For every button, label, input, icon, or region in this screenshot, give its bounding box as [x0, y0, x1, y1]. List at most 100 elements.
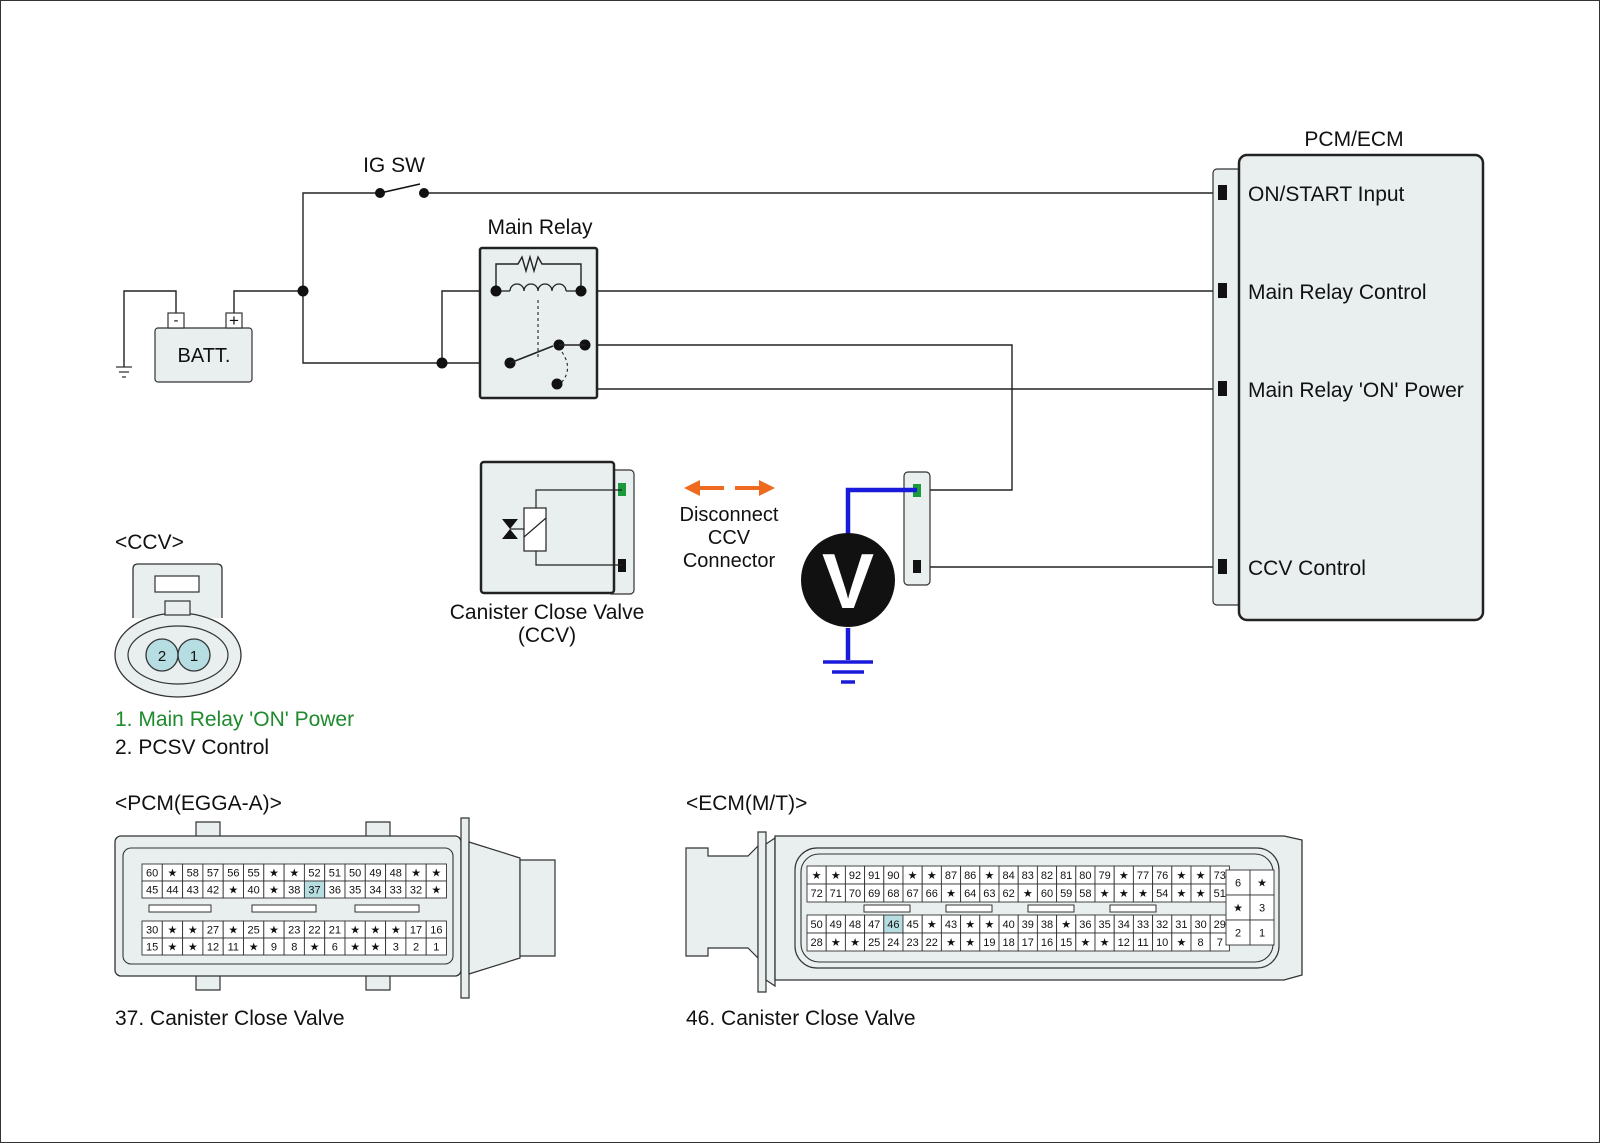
ccv-valve-icon: [502, 519, 518, 539]
pcm-pin-label: 1: [433, 942, 439, 954]
ecm-pin-label: ★: [1138, 888, 1148, 900]
pcm-pin-label: ★: [269, 885, 279, 897]
ccv-name-label: Canister Close Valve: [450, 601, 645, 624]
ecm-pin-label: 31: [1175, 919, 1187, 931]
ecm-pin-label: ★: [1119, 888, 1129, 900]
pcm-pin-label: 40: [248, 885, 260, 897]
ecm-pin-label: ★: [927, 919, 937, 931]
ecm-pin-label: 24: [887, 937, 899, 949]
pcm-pin-label: ★: [411, 868, 421, 880]
ecm-side-pin-label: ★: [1257, 878, 1267, 890]
pcm-pin-label: 8: [291, 942, 297, 954]
pcm-pin-label: ★: [168, 942, 178, 954]
pcm-pin-label: ★: [228, 925, 238, 937]
pcm-pin-label: ★: [269, 868, 279, 880]
ecm-pin-label: 10: [1156, 937, 1168, 949]
relay-switch-arc: [559, 351, 569, 385]
ecm-pin-label: 87: [945, 870, 957, 882]
ccv-pin-1-label: 1: [190, 648, 198, 665]
ecm-pin-label: ★: [1061, 919, 1071, 931]
ecm-pin-label: ★: [927, 870, 937, 882]
voltmeter-lead-positive: [845, 487, 917, 545]
ccv-pin-2-label: 2: [158, 648, 166, 665]
pcm-pin-label: ★: [371, 942, 381, 954]
battery-label: BATT.: [178, 345, 231, 367]
relay-coil: [509, 283, 567, 292]
voltmeter-icon: [801, 533, 895, 627]
ecm-pin-label: ★: [946, 937, 956, 949]
pcm-pin-label: 22: [308, 925, 320, 937]
arrow-left-icon: [684, 480, 724, 496]
ecm-pin-label: 17: [1022, 937, 1034, 949]
wire-to-igsw: [302, 192, 380, 291]
pcm-pin-label: ★: [188, 942, 198, 954]
ecm-pin-label: ★: [965, 919, 975, 931]
pcm-pin-label: ★: [310, 942, 320, 954]
pcm-pin-label: 56: [227, 868, 239, 880]
pcm-pin-label: 50: [349, 868, 361, 880]
ecm-pin-label: 63: [983, 888, 995, 900]
battery-neg-terminal: [167, 312, 185, 329]
ecm-connector-title: <ECM(M/T)>: [686, 792, 807, 815]
pcm-pin-label: 49: [369, 868, 381, 880]
ecm-pin-label: 59: [1060, 888, 1072, 900]
ig-sw-blade: [379, 183, 421, 194]
ecm-side-pin-cell: [1249, 894, 1275, 921]
pcm-pin-label: 52: [308, 868, 320, 880]
ecm-connector-plug: [685, 844, 759, 960]
pcm-pin-label: 48: [390, 868, 402, 880]
pcm-pin-cell: [425, 880, 447, 899]
battery-pos-label: +: [229, 311, 239, 330]
ccv-box: [479, 460, 616, 595]
pcm-ecm-module: PCM/ECM ON/START Input Main Relay Contro…: [1212, 128, 1485, 622]
ecm-side-pin-label: 2: [1235, 928, 1241, 940]
ecm-pin-label: 92: [849, 870, 861, 882]
ecm-pin-label: ★: [946, 888, 956, 900]
ecm-pin-label: 12: [1118, 937, 1130, 949]
pcm-pin-label: ★: [228, 885, 238, 897]
ecm-pin-label: 47: [868, 919, 880, 931]
ecm-pin-label: 49: [830, 919, 842, 931]
harness-pin-2: [913, 560, 921, 573]
ecm-pin-label: 54: [1156, 888, 1168, 900]
ecm-pin-label: 22: [926, 937, 938, 949]
ecm-pin-label: 91: [868, 870, 880, 882]
pcm-pin-label: 51: [329, 868, 341, 880]
ecm-pin-label: ★: [1100, 888, 1110, 900]
ecm-pin-label: 8: [1198, 937, 1204, 949]
wire-batt-negative: [123, 290, 177, 367]
ecm-pin-label: 32: [1156, 919, 1168, 931]
ecm-pin-label: 81: [1060, 870, 1072, 882]
pcm-pin-label: 57: [207, 868, 219, 880]
pcm-pin-label: 23: [288, 925, 300, 937]
pcm-pin-label: ★: [431, 885, 441, 897]
ecm-pin-label: ★: [1176, 937, 1186, 949]
ccv-control-label: CCV Control: [1248, 557, 1366, 580]
battery: - + BATT.: [116, 311, 253, 383]
pcm-pin-label: ★: [289, 868, 299, 880]
ecm-caption: 46. Canister Close Valve: [686, 1007, 916, 1030]
ecm-pin-label: 28: [810, 937, 822, 949]
ecm-pin-label: ★: [1196, 888, 1206, 900]
ccv-legend-2: 2. PCSV Control: [115, 736, 269, 759]
wire-relay-to-ccv: [585, 344, 1013, 491]
voltmeter-ground-icon: [823, 660, 873, 684]
ccv-solenoid-icon: [523, 507, 547, 552]
ignition-switch: IG SW: [363, 154, 429, 198]
ecm-pin-label: 58: [1079, 888, 1091, 900]
pcm-pin-label: 3: [393, 942, 399, 954]
pcm-ecm-box: [1237, 153, 1485, 622]
pcm-pin-label: 32: [410, 885, 422, 897]
ccv-connector-title: <CCV>: [115, 531, 184, 554]
ecm-pin-label: ★: [1196, 870, 1206, 882]
pcm-pin-label: 60: [146, 868, 158, 880]
ecm-pin-label: 29: [1214, 919, 1226, 931]
ecm-pin-label: 45: [906, 919, 918, 931]
ecm-pin-label: 86: [964, 870, 976, 882]
pin-ccv-control: [1218, 559, 1227, 574]
relay-coil-resistor: [495, 254, 582, 291]
battery-pos-terminal: [225, 312, 243, 329]
pcm-pin-label: ★: [188, 925, 198, 937]
